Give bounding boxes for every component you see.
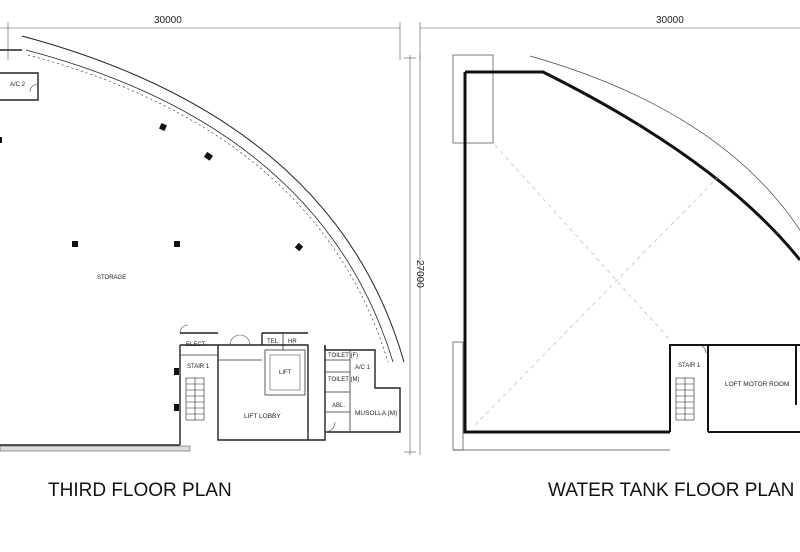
room-toilet-f: TOILET (F) xyxy=(328,353,358,359)
room-musolla: MUSOLLA (M) xyxy=(355,410,397,417)
room-lift: LIFT xyxy=(279,370,292,376)
toilet-m-text: TOILET (M) xyxy=(328,377,359,383)
room-lift-lobby: LIFT LOBBY xyxy=(244,413,281,420)
third-curved-facade xyxy=(21,35,405,363)
dim-line-third-right xyxy=(404,55,416,455)
dim-third-width: 30000 xyxy=(154,15,182,26)
water-tank-outline xyxy=(465,70,800,261)
room-ac1: A/C 1 xyxy=(355,365,371,371)
water-diagonals xyxy=(474,144,721,426)
third-partitions xyxy=(180,333,351,432)
water-outer-outline xyxy=(452,54,800,451)
room-toilet-m: TOILET (M) xyxy=(328,377,359,383)
room-stair-third: STAIR 1 xyxy=(187,364,210,370)
third-doors xyxy=(29,83,336,433)
third-floor-caption: THIRD FLOOR PLAN xyxy=(48,480,232,501)
third-floor-plan: 30000 27000 xyxy=(0,15,425,455)
water-tank-floor-plan: 30000 xyxy=(419,15,800,455)
room-ac2: A/C 2 xyxy=(10,82,26,88)
dim-height: 27000 xyxy=(414,260,425,288)
dim-line-water-top xyxy=(419,22,800,60)
room-abl: ABL. xyxy=(332,403,345,409)
room-stair-water: STAIR 1 xyxy=(678,363,701,369)
room-hr: HR xyxy=(288,339,297,345)
third-floor-edge xyxy=(0,445,191,452)
third-walls xyxy=(0,49,401,446)
water-stair xyxy=(675,344,707,421)
water-core xyxy=(669,344,800,433)
third-stair xyxy=(185,377,205,421)
room-elect: ELECT. xyxy=(186,342,207,348)
loft-motor-text: LOFT MOTOR ROOM xyxy=(725,381,789,388)
room-tel: TEL xyxy=(267,339,279,345)
room-loft-motor: LOFT MOTOR ROOM xyxy=(725,381,789,388)
third-columns xyxy=(0,123,304,411)
room-storage: STORAGE xyxy=(97,275,126,281)
dim-water-width: 30000 xyxy=(656,15,684,26)
dim-line-third-top xyxy=(0,22,401,60)
water-tank-walls xyxy=(463,72,670,434)
toilet-f-text: TOILET (F) xyxy=(328,353,358,359)
water-tank-caption: WATER TANK FLOOR PLAN xyxy=(548,480,795,501)
